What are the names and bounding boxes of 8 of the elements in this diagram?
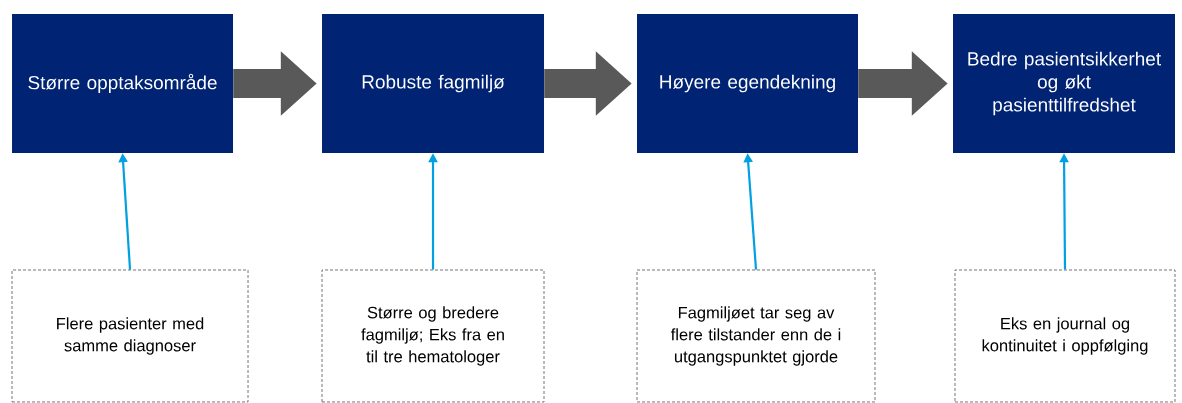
- note-box: Eks en journal og kontinuitet i oppfølging: [954, 269, 1176, 403]
- note-box: Større og bredere fagmiljø; Eks fra en til tre hematologer: [321, 269, 545, 403]
- process-box: Større opptaksområde: [12, 14, 233, 153]
- note-box: Fagmiljøet tar seg av flere tilstander enn de i utgangspunktet gjorde: [636, 269, 876, 403]
- process-box: Robuste fagmiljø: [322, 14, 544, 153]
- note-box: Flere pasienter med samme diagnoser: [11, 269, 249, 403]
- process-box: Bedre pasientsikkerhet og økt pasienttilfredshet: [953, 14, 1175, 153]
- process-box: Høyere egendekning: [637, 14, 858, 153]
